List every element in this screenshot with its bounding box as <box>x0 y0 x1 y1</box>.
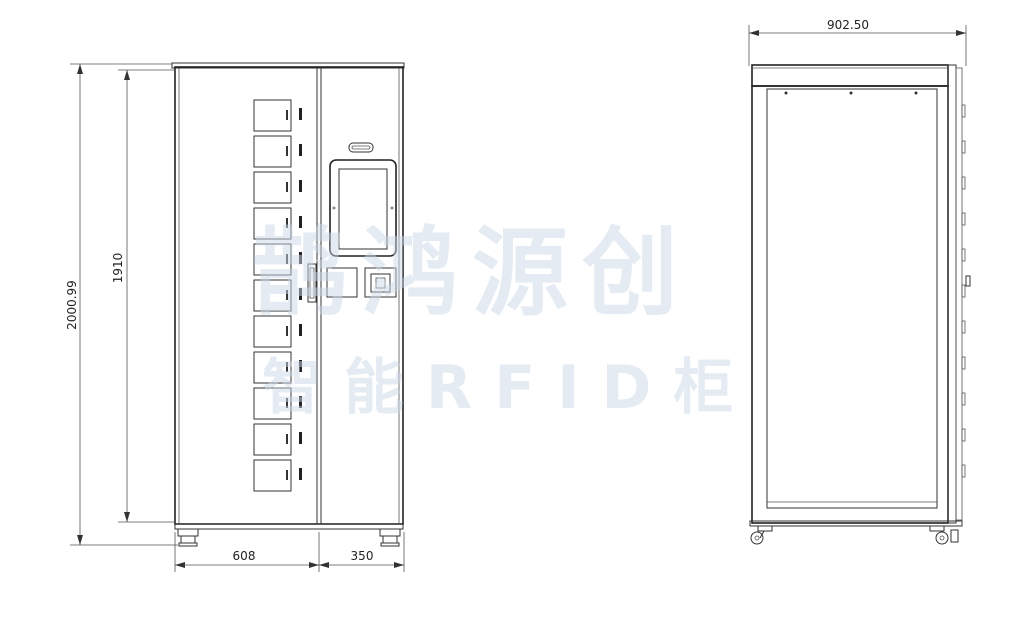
side-caster-left <box>750 525 773 545</box>
locker-door <box>253 459 292 492</box>
locker-door <box>253 351 292 384</box>
caster-left <box>177 528 199 547</box>
locker-door-latch <box>286 218 288 228</box>
touchscreen-bezel <box>329 159 397 257</box>
side-hinge-tab <box>961 320 966 334</box>
body-height-label: 1910 <box>111 253 125 284</box>
locker-door-latch <box>286 254 288 264</box>
locker-door-latch <box>286 146 288 156</box>
side-hinge-tabs <box>961 104 966 478</box>
locker-status-light <box>299 468 302 480</box>
locker-door <box>253 423 292 456</box>
locker-status-light <box>299 324 302 336</box>
locker-status-light <box>299 360 302 372</box>
right-width-label: 350 <box>351 549 374 563</box>
locker-status-light <box>299 216 302 228</box>
locker-status-light <box>299 108 302 120</box>
caster-right <box>379 528 401 547</box>
locker-door-latch <box>286 110 288 120</box>
door-handle <box>307 263 317 303</box>
side-hinge-tab <box>961 428 966 442</box>
locker-door <box>253 171 292 204</box>
locker-door-latch <box>286 326 288 336</box>
overall-height-label: 2000.99 <box>65 280 79 330</box>
side-hinge-tab <box>961 284 966 298</box>
side-view: 902.50 <box>748 18 971 545</box>
left-width-label: 608 <box>233 549 256 563</box>
locker-door-latch <box>286 434 288 444</box>
fingerprint-module <box>364 267 397 298</box>
locker-door <box>253 99 292 132</box>
side-hinge-tab <box>961 356 966 370</box>
locker-door <box>253 243 292 276</box>
indicator-slot <box>348 142 374 153</box>
cabinet-top-rim <box>171 62 405 69</box>
card-reader <box>326 267 358 298</box>
side-hinge-tab <box>961 176 966 190</box>
side-panel-inner <box>766 88 938 509</box>
dimension-overall-height: 2000.99 <box>65 63 178 546</box>
locker-door-latch <box>286 398 288 408</box>
side-base <box>749 520 963 527</box>
touchscreen-display <box>338 168 388 250</box>
dimension-depth: 902.50 <box>748 18 967 66</box>
dimension-widths: 608 350 <box>174 532 405 572</box>
locker-status-light <box>299 180 302 192</box>
locker-status-light <box>299 144 302 156</box>
locker-status-light <box>299 432 302 444</box>
locker-door-column <box>253 99 302 492</box>
locker-status-light <box>299 252 302 264</box>
locker-door <box>253 387 292 420</box>
locker-door-latch <box>286 362 288 372</box>
locker-door-latch <box>286 290 288 300</box>
watermark-line-1: 鹊鸿源创 <box>252 217 692 329</box>
side-hinge-tab <box>961 464 966 478</box>
locker-door <box>253 207 292 240</box>
watermark-line-2: 智能RFID柜 <box>262 353 755 423</box>
side-door-edge <box>947 64 957 524</box>
locker-door <box>253 315 292 348</box>
side-body <box>751 85 949 524</box>
locker-door <box>253 279 292 312</box>
locker-door-latch <box>286 182 288 192</box>
side-hinge-tab <box>961 392 966 406</box>
front-view: 2000.99 1910 608 350 <box>65 62 405 572</box>
watermark: 鹊鸿源创 智能RFID柜 <box>252 217 755 423</box>
dimension-body-height: 1910 <box>111 69 175 523</box>
cabinet-base <box>174 523 404 530</box>
fingerprint-sensor-icon <box>375 277 386 289</box>
side-hinge-tab <box>961 104 966 118</box>
locker-status-light <box>299 396 302 408</box>
side-caster-right <box>929 525 959 545</box>
side-hinge-tab <box>961 248 966 262</box>
side-hinge-tab <box>961 140 966 154</box>
locker-door <box>253 135 292 168</box>
locker-status-light <box>299 288 302 300</box>
side-handle <box>965 275 971 287</box>
locker-door-latch <box>286 470 288 480</box>
side-hinge-tab <box>961 212 966 226</box>
depth-label: 902.50 <box>827 18 869 32</box>
